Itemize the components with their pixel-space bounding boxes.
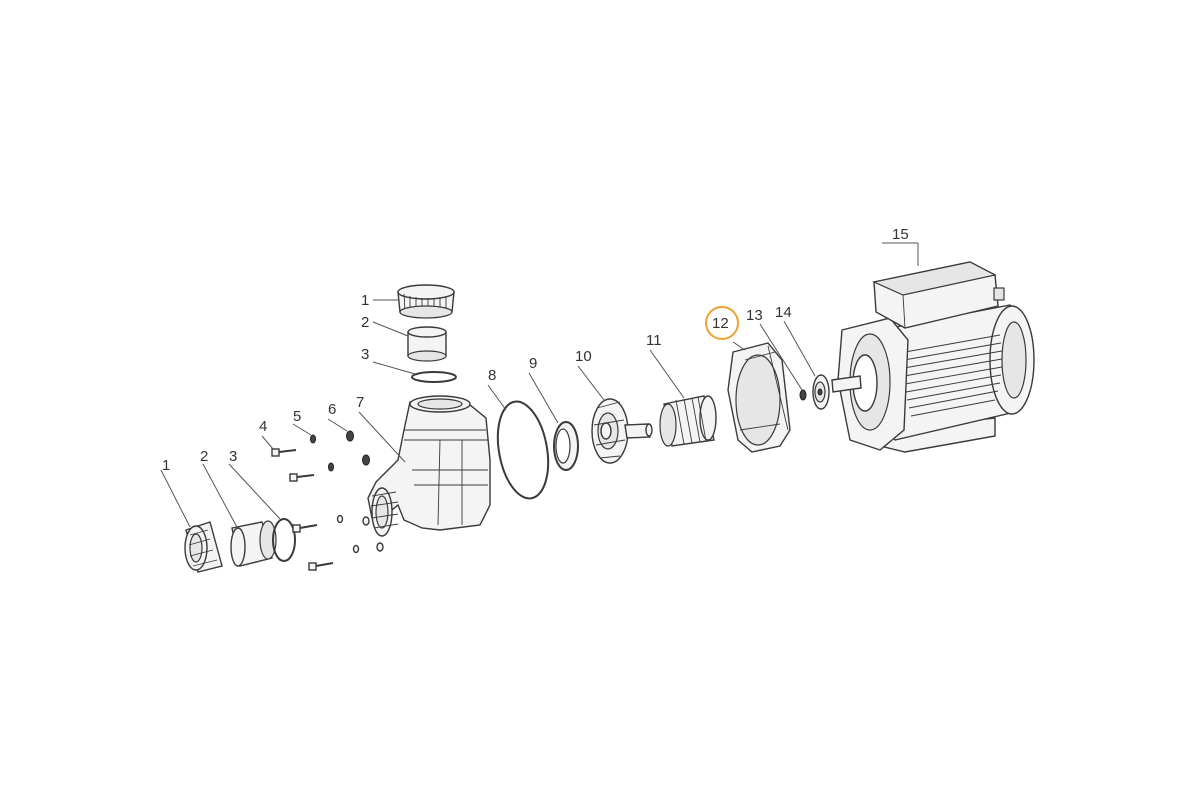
small-part xyxy=(799,389,807,401)
label-impeller: 10 xyxy=(575,348,592,365)
large-oring xyxy=(496,400,550,500)
label-adapter-front: 2 xyxy=(200,448,208,465)
label-cover: 12 xyxy=(712,315,729,332)
label-diffuser: 11 xyxy=(646,332,662,349)
adapter-front xyxy=(230,520,277,567)
label-adapter-top: 2 xyxy=(361,314,369,331)
label-motor: 15 xyxy=(892,226,909,243)
adapter-top xyxy=(407,326,447,362)
oring-front xyxy=(272,518,296,562)
label-seal: 14 xyxy=(775,304,792,321)
label-oring-front: 3 xyxy=(229,448,237,465)
washers xyxy=(310,434,360,554)
seal-ring xyxy=(553,421,579,471)
label-washer: 5 xyxy=(293,408,301,425)
impeller xyxy=(591,398,653,464)
label-oring-top: 3 xyxy=(361,346,369,363)
highlight-circle xyxy=(705,306,739,340)
screws xyxy=(271,448,334,571)
label-seal-ring: 9 xyxy=(529,355,537,372)
label-big-oring: 8 xyxy=(488,367,496,384)
motor xyxy=(831,261,1035,453)
union-cap-top xyxy=(397,284,455,319)
oring-top xyxy=(411,371,457,383)
diffuser xyxy=(659,395,717,447)
label-screw: 4 xyxy=(259,418,267,435)
label-small-part: 13 xyxy=(746,307,763,324)
union-cap-front xyxy=(184,521,223,573)
label-nut: 6 xyxy=(328,401,336,418)
leader-lines xyxy=(160,242,919,530)
nuts xyxy=(346,430,384,552)
label-housing: 7 xyxy=(356,394,364,411)
label-cap-top: 1 xyxy=(361,292,369,309)
mechanical-seal xyxy=(812,374,830,410)
label-cap-front: 1 xyxy=(162,457,170,474)
pump-housing xyxy=(367,395,491,537)
seal-plate-cover xyxy=(727,342,791,453)
